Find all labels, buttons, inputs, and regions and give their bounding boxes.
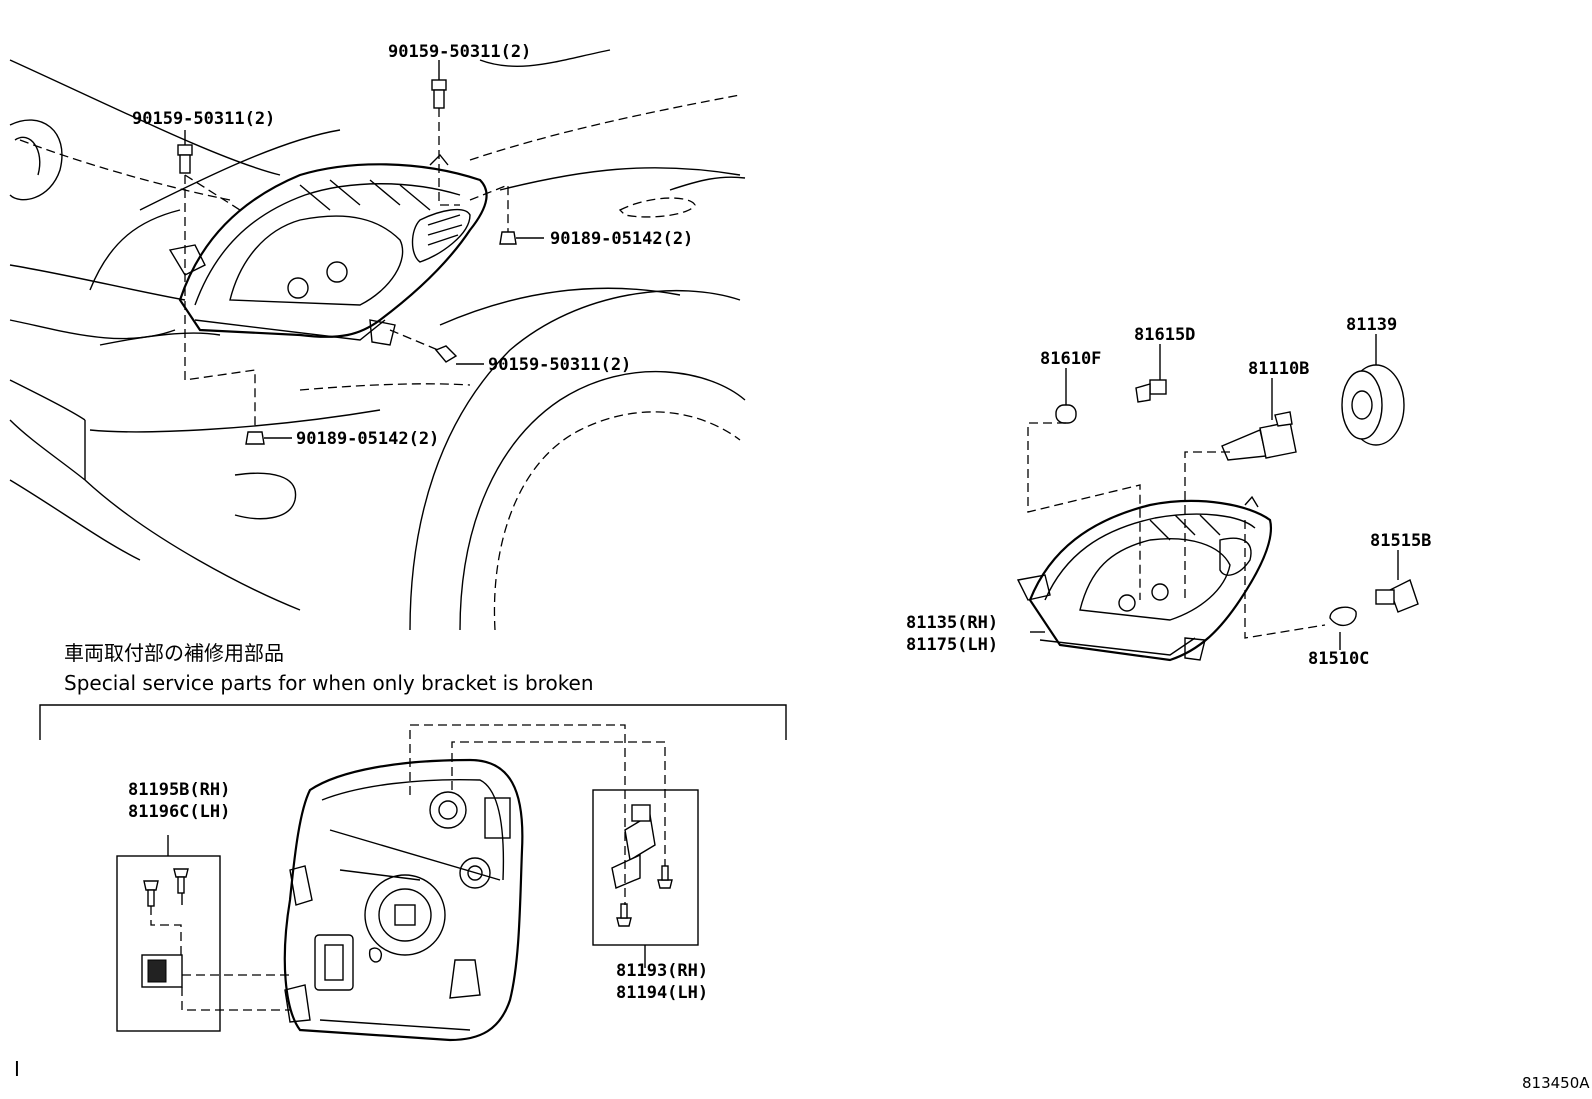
bracket-kit-a-box	[116, 855, 221, 1032]
bulb-small-icon	[1055, 404, 1077, 424]
leader-lines-upper	[184, 60, 544, 439]
leader-lines-lower	[167, 724, 666, 1011]
cover-icon	[1341, 364, 1405, 446]
socket-small-icon	[1135, 379, 1167, 403]
label-bulb-turn: 81510C	[1308, 649, 1369, 669]
headlamp-unit-exploded	[1016, 495, 1273, 662]
bracket-section-frame	[39, 704, 787, 740]
label-socket-small: 81615D	[1134, 325, 1195, 345]
label-unit-rh: 81135(RH)	[906, 613, 998, 633]
headlamp-rear-drawing	[283, 758, 524, 1042]
socket-turn-icon	[1375, 579, 1419, 613]
label-bolt-lower: 90159-50311(2)	[488, 355, 631, 375]
label-clip-lower: 90189-05142(2)	[296, 429, 439, 449]
bolt-left-icon	[177, 144, 193, 174]
bolt-lower-icon	[434, 345, 458, 363]
label-bulb-headlamp: 81110B	[1248, 359, 1309, 379]
headlamp-installed-drawing	[168, 153, 488, 346]
note-japanese: 車両取付部の補修用部品	[64, 641, 284, 665]
label-socket-turn: 81515B	[1370, 531, 1431, 551]
label-cover: 81139	[1346, 315, 1397, 335]
bulb-turn-icon	[1329, 606, 1357, 627]
figure-id: 813450A	[1522, 1074, 1590, 1092]
leader-lines-right	[1027, 334, 1399, 650]
clip-lower-icon	[245, 431, 265, 445]
bracket-kit-b-box	[592, 789, 699, 946]
bolt-top-icon	[431, 79, 447, 109]
footer-marker: I	[14, 1057, 20, 1081]
label-bracket-a-lh: 81196C(LH)	[128, 802, 230, 822]
label-bracket-a-rh: 81195B(RH)	[128, 780, 230, 800]
label-bracket-b-lh: 81194(LH)	[616, 983, 708, 1003]
clip-right-icon	[499, 231, 517, 245]
bulb-headlamp-icon	[1221, 411, 1297, 461]
label-bolt-top: 90159-50311(2)	[388, 42, 531, 62]
label-unit-lh: 81175(LH)	[906, 635, 998, 655]
label-clip-right: 90189-05142(2)	[550, 229, 693, 249]
label-bulb-small: 81610F	[1040, 349, 1101, 369]
note-english: Special service parts for when only brac…	[64, 671, 594, 695]
vehicle-body-outline	[9, 49, 746, 631]
label-bolt-left: 90159-50311(2)	[132, 109, 275, 129]
label-bracket-b-rh: 81193(RH)	[616, 961, 708, 981]
